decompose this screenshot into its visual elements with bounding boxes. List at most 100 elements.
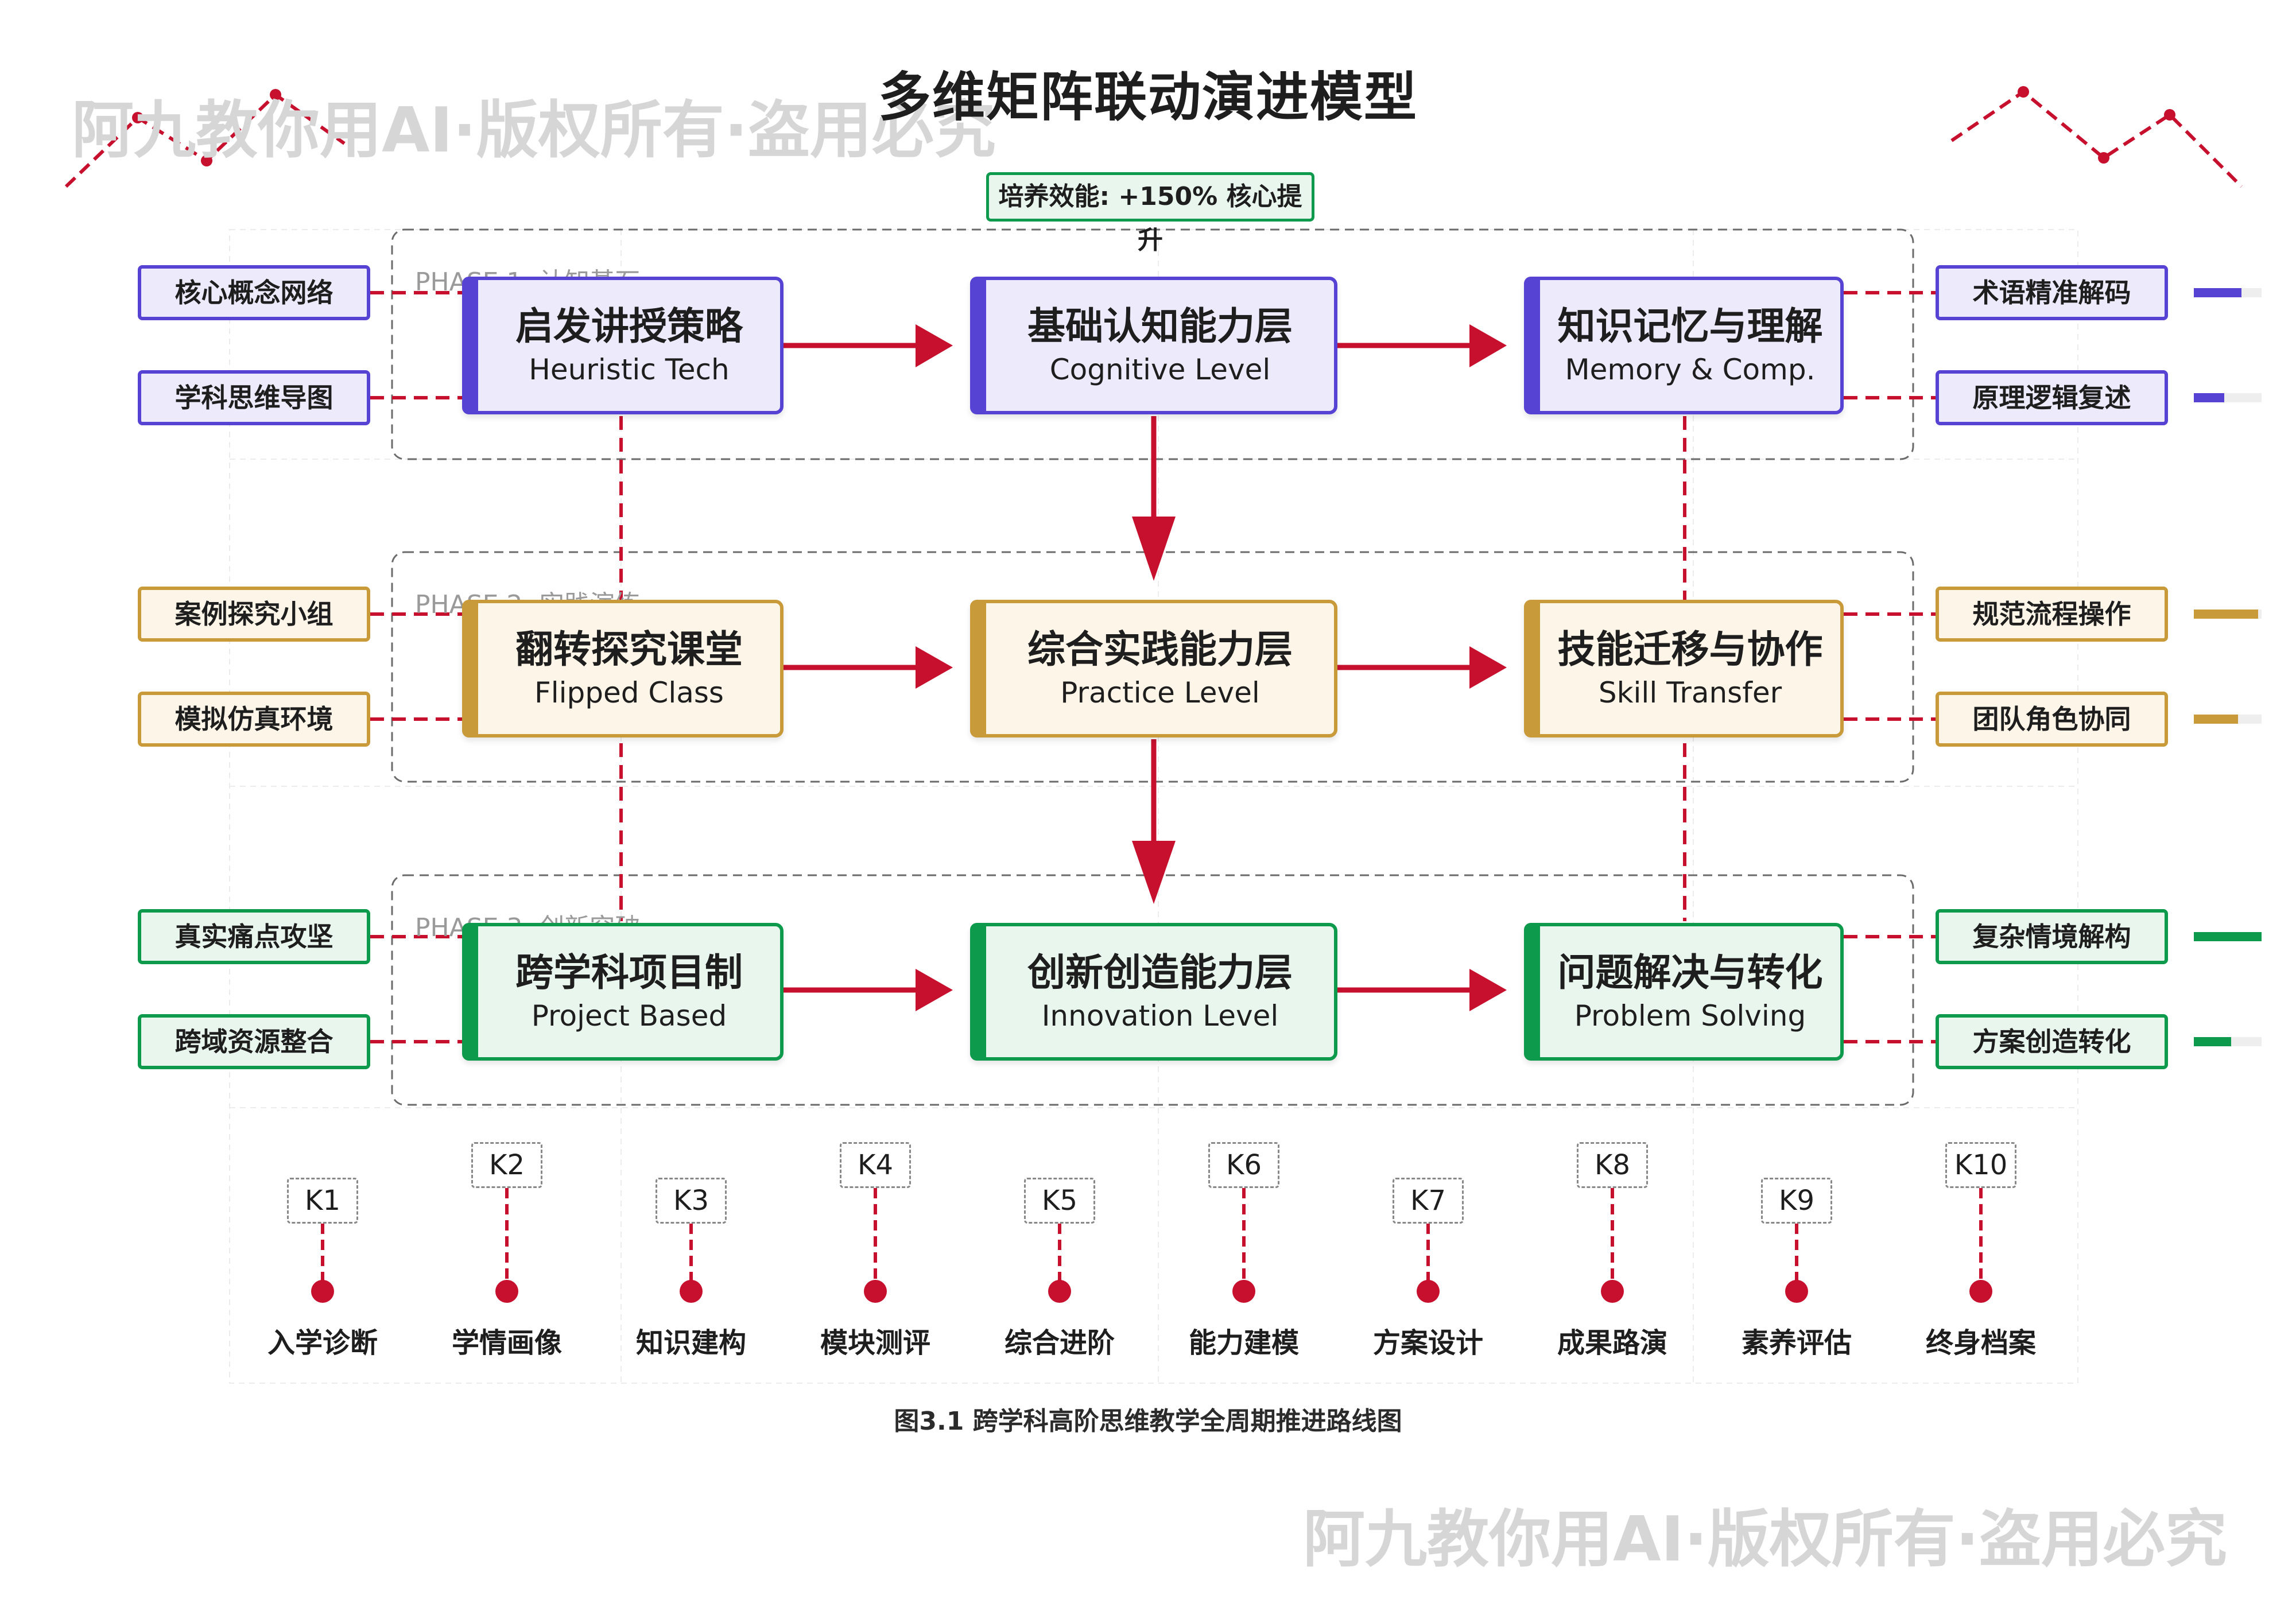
node-title-en: Skill Transfer [1598, 676, 1782, 709]
node-title-zh: 基础认知能力层 [1027, 304, 1293, 348]
node-title-en: Flipped Class [534, 676, 724, 709]
zigzag-dot [2018, 86, 2029, 98]
zigzag-dot [2098, 152, 2109, 164]
milestone-label: 终身档案 [1925, 1327, 2036, 1359]
node-title-en: Project Based [531, 999, 727, 1032]
arrowhead [916, 646, 953, 689]
milestone-label: 模块测评 [820, 1327, 930, 1359]
node-skill-transfer: 技能迁移与协作 Skill Transfer [1524, 600, 1844, 737]
milestone-dot [1232, 1280, 1255, 1303]
diagram-title: 多维矩阵联动演进模型 [878, 67, 1418, 128]
left-tag-real-problem: 真实痛点攻坚 [138, 909, 370, 964]
node-project-based: 跨学科项目制 Project Based [462, 923, 784, 1061]
right-tag-logic-retelling: 原理逻辑复述 [1936, 370, 2168, 425]
milestone-key-box: K8 [1577, 1142, 1648, 1188]
node-accent-bar [970, 600, 986, 737]
node-cognitive-level: 基础认知能力层 Cognitive Level [970, 277, 1337, 414]
milestone-key-box: K3 [656, 1178, 727, 1224]
left-tag-case-group: 案例探究小组 [138, 587, 370, 642]
node-accent-bar [462, 923, 478, 1061]
timeline-stems [311, 1188, 1992, 1303]
phase-box-1 [391, 228, 1914, 460]
efficiency-badge: 培养效能: +150% 核心提升 [986, 172, 1314, 255]
right-tag-team-collaboration: 团队角色协同 [1936, 692, 2168, 747]
arrowhead [1469, 324, 1507, 367]
node-title-zh: 问题解决与转化 [1557, 950, 1823, 995]
watermark-bottom: 阿九教你用AI·版权所有·盗用必究 [1303, 1504, 2227, 1575]
progress-fill [2194, 288, 2241, 297]
milestone-label: 能力建模 [1188, 1327, 1299, 1359]
progress-fill [2194, 715, 2238, 724]
node-heuristic-teaching: 启发讲授策略 Heuristic Tech [462, 277, 784, 414]
node-accent-bar [970, 277, 986, 414]
milestone-dot [1048, 1280, 1071, 1303]
milestone-label: 知识建构 [635, 1327, 746, 1359]
milestone-dot [1601, 1280, 1624, 1303]
node-title-en: Cognitive Level [1049, 353, 1271, 386]
node-accent-bar [1524, 600, 1540, 737]
milestone-dot [864, 1280, 887, 1303]
left-tag-resource-integration: 跨域资源整合 [138, 1014, 370, 1069]
node-memory-comprehension: 知识记忆与理解 Memory & Comp. [1524, 277, 1844, 414]
right-tag-context-deconstruction: 复杂情境解构 [1936, 909, 2168, 964]
arrowhead [1469, 969, 1507, 1011]
node-title-zh: 知识记忆与理解 [1557, 304, 1823, 348]
milestone-label: 成果路演 [1557, 1327, 1667, 1359]
milestone-key-box: K2 [471, 1142, 542, 1188]
node-problem-solving: 问题解决与转化 Problem Solving [1524, 923, 1844, 1061]
right-tag-process-operation: 规范流程操作 [1936, 587, 2168, 642]
left-tag-concept-network: 核心概念网络 [138, 265, 370, 320]
node-title-zh: 翻转探究课堂 [515, 627, 743, 671]
milestone-key-box: K6 [1208, 1142, 1279, 1188]
node-title-zh: 启发讲授策略 [515, 304, 743, 348]
zigzag-decoration-right [1950, 90, 2243, 188]
zigzag-dot [132, 112, 144, 123]
arrowhead [1132, 841, 1176, 904]
node-flipped-class: 翻转探究课堂 Flipped Class [462, 600, 784, 737]
node-title-zh: 技能迁移与协作 [1557, 627, 1823, 671]
node-title-en: Practice Level [1060, 676, 1260, 709]
node-practice-level: 综合实践能力层 Practice Level [970, 600, 1337, 737]
left-tag-simulation: 模拟仿真环境 [138, 692, 370, 747]
milestone-dot [1969, 1280, 1992, 1303]
left-tag-mind-map: 学科思维导图 [138, 370, 370, 425]
milestone-label: 素养评估 [1741, 1327, 1852, 1359]
milestone-dot [495, 1280, 518, 1303]
milestone-dot [311, 1280, 334, 1303]
arrowhead [916, 969, 953, 1011]
milestone-key-box: K7 [1393, 1178, 1464, 1224]
zigzag-dot [2164, 109, 2175, 121]
zigzag-dot [270, 89, 281, 100]
milestone-dot [1785, 1280, 1808, 1303]
milestone-label: 综合进阶 [1004, 1327, 1115, 1359]
progress-fill [2194, 610, 2258, 619]
arrowhead [1469, 646, 1507, 689]
node-title-zh: 创新创造能力层 [1027, 950, 1293, 995]
side-progress-bars [2194, 288, 2262, 1046]
progress-fill [2194, 932, 2262, 941]
milestone-label: 入学诊断 [267, 1327, 378, 1359]
milestone-dot [1417, 1280, 1440, 1303]
node-title-zh: 跨学科项目制 [515, 950, 743, 995]
milestone-label: 方案设计 [1372, 1327, 1483, 1359]
node-accent-bar [462, 277, 478, 414]
zigzag-dot [201, 155, 212, 166]
milestone-key-box: K9 [1761, 1178, 1832, 1224]
node-accent-bar [1524, 277, 1540, 414]
right-tag-solution-transform: 方案创造转化 [1936, 1014, 2168, 1069]
figure-caption: 图3.1 跨学科高阶思维教学全周期推进路线图 [894, 1407, 1402, 1436]
node-title-en: Problem Solving [1574, 999, 1806, 1032]
milestone-label: 学情画像 [451, 1327, 562, 1359]
arrowhead [916, 324, 953, 367]
progress-fill [2194, 393, 2224, 402]
node-accent-bar [462, 600, 478, 737]
arrowhead [1132, 517, 1176, 581]
milestone-dot [680, 1280, 703, 1303]
node-title-en: Heuristic Tech [529, 353, 730, 386]
node-title-en: Memory & Comp. [1565, 353, 1816, 386]
node-accent-bar [1524, 923, 1540, 1061]
milestone-key-box: K1 [287, 1178, 358, 1224]
node-title-zh: 综合实践能力层 [1027, 627, 1293, 671]
progress-fill [2194, 1037, 2231, 1046]
